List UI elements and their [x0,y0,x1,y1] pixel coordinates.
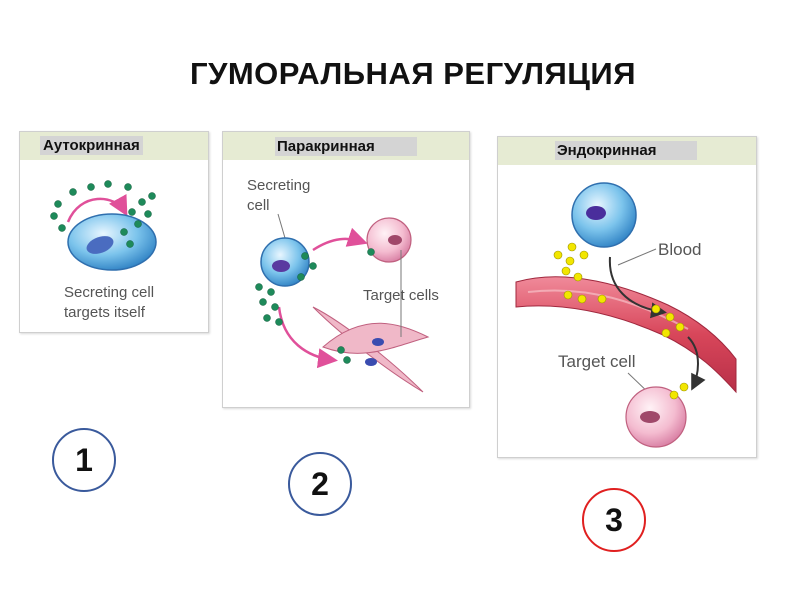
autocrine-caption-1: Secreting cell [64,284,154,301]
number-circle-1: 1 [52,428,116,492]
autocrine-diagram: Secreting cell targets itself [50,180,157,321]
secreting-label-2: cell [247,197,270,214]
blood-vessel [515,276,737,394]
target-cells-label: Target cells [363,287,439,304]
target-cell-label: Target cell [558,352,635,371]
paracrine-label: Паракринная [275,137,417,156]
blood-label: Blood [658,240,701,259]
paracrine-diagram: Secreting cell Target cells [247,177,439,393]
number-circle-2: 2 [288,452,352,516]
endocrine-panel: Blood Target cell [497,136,757,458]
number-circle-3: 3 [582,488,646,552]
autocrine-label: Аутокринная [40,136,143,155]
page-title: ГУМОРАЛЬНАЯ РЕГУЛЯЦИЯ [190,56,636,91]
endocrine-label: Эндокринная [555,141,697,160]
secreting-label-1: Secreting [247,177,310,194]
paracrine-panel: Secreting cell Target cells [222,131,470,408]
autocrine-caption-2: targets itself [64,304,146,321]
autocrine-panel: Secreting cell targets itself [19,131,209,333]
endocrine-diagram: Blood Target cell [515,182,737,448]
